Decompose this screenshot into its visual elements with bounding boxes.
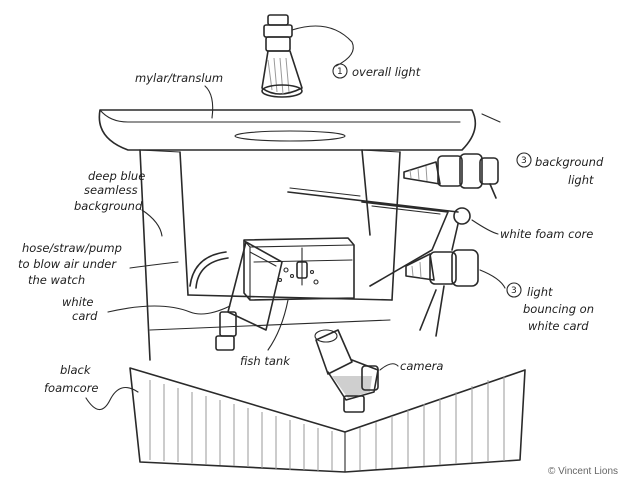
black-foamcore-label-1: black: [60, 363, 92, 377]
bounce-light-label-1: light: [527, 285, 553, 299]
bounce-light-label-3: white card: [528, 319, 589, 333]
bounce-light-number-circle: [506, 282, 522, 298]
black-foamcore-leader: [85, 386, 139, 411]
camera-body: [314, 329, 379, 413]
bounce-light-leader: [479, 269, 506, 289]
fish-tank-leader: [267, 299, 289, 351]
copyright-text: © Vincent Lions: [548, 466, 618, 477]
overall-light-label: overall light: [352, 65, 421, 79]
white-card-panel: [215, 241, 283, 351]
mylar-label: mylar/translum: [135, 71, 223, 85]
white-card-leader: [107, 305, 231, 315]
white-foam-core-leader: [471, 219, 499, 235]
overall-light-number: 1: [337, 67, 343, 77]
black-foamcore-label-2: foamcore: [44, 381, 99, 395]
hose-leader: [129, 261, 179, 269]
black-foamcore-panel: [129, 367, 526, 473]
overall-light-leader: [291, 25, 354, 67]
overall-light-number-circle: [332, 63, 348, 79]
bounce-light-number: 3: [511, 286, 517, 296]
deep-blue-label-2: seamless: [84, 183, 138, 197]
air-hose: [195, 257, 229, 289]
mylar-diffuser-panel: [98, 109, 501, 151]
deep-blue-leader: [141, 209, 163, 237]
white-foam-core-label: white foam core: [500, 227, 593, 241]
camera-leader: [379, 363, 399, 371]
background-light-number-circle: [516, 152, 532, 168]
bounce-light-lamp: [405, 249, 479, 337]
fish-tank-label: fish tank: [240, 354, 291, 368]
background-light-label-2: light: [568, 173, 594, 187]
deep-blue-label-3: background: [74, 199, 143, 213]
fish-tank: [243, 237, 355, 301]
mylar-leader: [204, 85, 214, 119]
camera-label: camera: [400, 359, 443, 373]
hose-label-3: the watch: [28, 273, 85, 287]
watch-subject: [296, 261, 308, 279]
overall-light-lamp: [261, 14, 303, 98]
background-light-label-1: background: [535, 155, 604, 169]
boom-arm: [287, 187, 471, 251]
bounce-light-label-2: bouncing on: [523, 302, 594, 316]
hose-label-2: to blow air under: [18, 257, 117, 271]
hose-label-1: hose/straw/pump: [22, 241, 122, 255]
seamless-background: [139, 149, 401, 361]
white-foam-core-panel: [361, 201, 449, 287]
background-light-lamp: [403, 153, 499, 199]
deep-blue-label-1: deep blue: [88, 169, 145, 183]
white-card-label-1: white: [62, 295, 93, 309]
background-light-number: 3: [521, 156, 527, 166]
white-card-label-2: card: [72, 309, 98, 323]
